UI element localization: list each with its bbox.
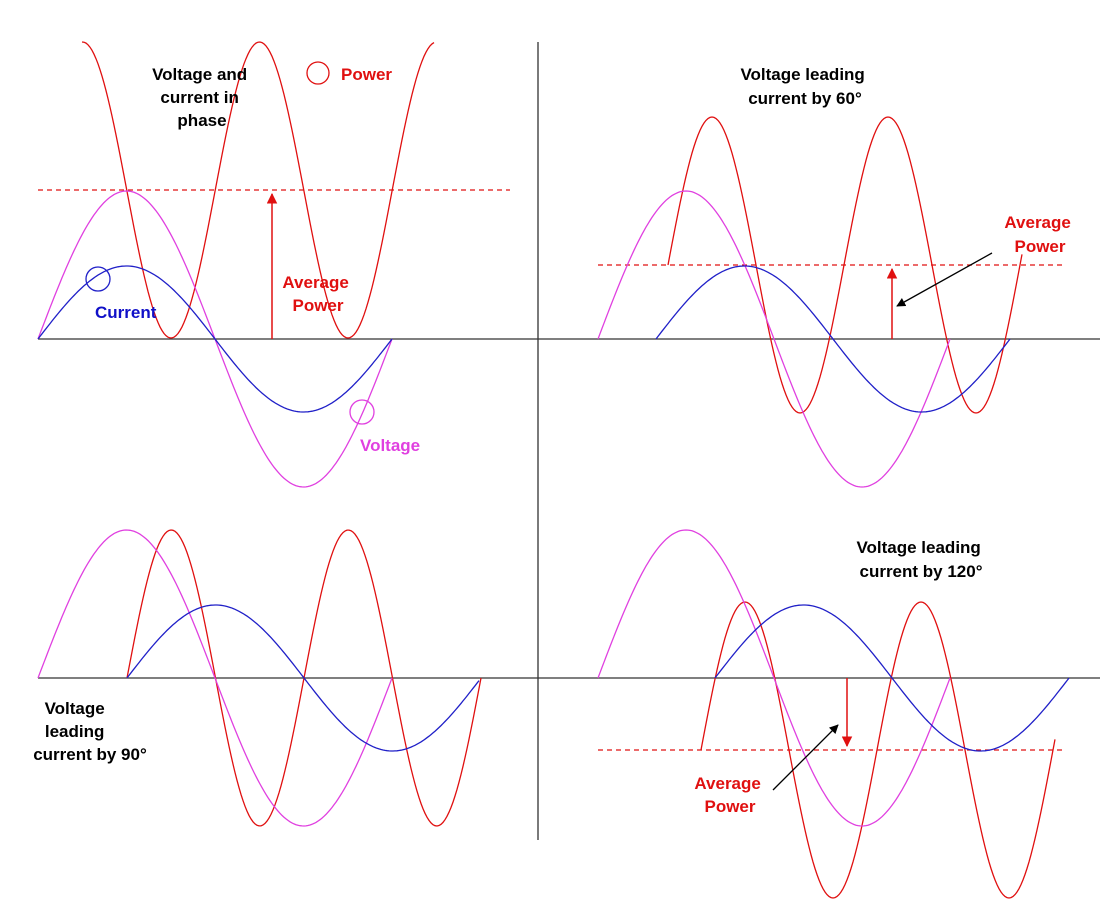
avg-line-1: Average xyxy=(282,273,348,292)
avg-line-1: Average xyxy=(1004,213,1070,232)
voltage-waveform xyxy=(37,529,393,827)
average-power-pointer xyxy=(772,724,839,791)
title-line-2: current in xyxy=(160,88,238,107)
title-line-2: current by 120° xyxy=(859,562,982,581)
power-waveform xyxy=(700,601,1056,899)
current-waveform xyxy=(714,604,1070,752)
panel-bottom-right: Voltage leading current by 120° Average … xyxy=(597,529,1070,899)
current-callout-circle xyxy=(85,266,111,292)
voltage-callout-circle xyxy=(349,399,375,425)
power-waveform xyxy=(667,116,1023,414)
current-label: Current xyxy=(95,303,157,322)
average-power-label: Average Power xyxy=(282,273,353,315)
title-line-2: current by 60° xyxy=(748,89,862,108)
panel-title: Voltage leading current by 120° xyxy=(856,538,985,581)
current-waveform xyxy=(655,265,1011,413)
average-power-label: Average Power xyxy=(1004,213,1075,256)
voltage-waveform xyxy=(597,529,951,827)
panel-top-left: Voltage and current in phase Power Curre… xyxy=(37,41,510,488)
power-label: Power xyxy=(341,65,392,84)
current-waveform xyxy=(126,604,480,752)
panel-title: Voltage leading current by 90° xyxy=(33,699,147,764)
voltage-waveform xyxy=(597,190,951,488)
title-line-3: current by 90° xyxy=(33,745,147,764)
power-callout-circle xyxy=(306,61,330,85)
panel-title: Voltage and current in phase xyxy=(152,65,252,130)
title-line-3: phase xyxy=(177,111,226,130)
panel-top-right: Voltage leading current by 60° Average P… xyxy=(597,65,1075,488)
avg-line-2: Power xyxy=(292,296,343,315)
current-waveform xyxy=(37,265,393,413)
avg-line-1: Average xyxy=(694,774,760,793)
panel-title: Voltage leading current by 60° xyxy=(740,65,869,108)
average-power-label: Average Power xyxy=(694,774,765,816)
panel-bottom-left: Voltage leading current by 90° xyxy=(33,529,482,827)
average-power-pointer xyxy=(896,252,993,307)
title-line-1: Voltage leading xyxy=(856,538,980,557)
title-line-2: leading xyxy=(45,722,105,741)
title-line-1: Voltage and xyxy=(152,65,247,84)
power-waveform xyxy=(81,41,435,339)
voltage-label: Voltage xyxy=(360,436,420,455)
avg-line-2: Power xyxy=(1014,237,1065,256)
avg-line-2: Power xyxy=(704,797,755,816)
title-line-1: Voltage xyxy=(45,699,105,718)
title-line-1: Voltage leading xyxy=(740,65,864,84)
